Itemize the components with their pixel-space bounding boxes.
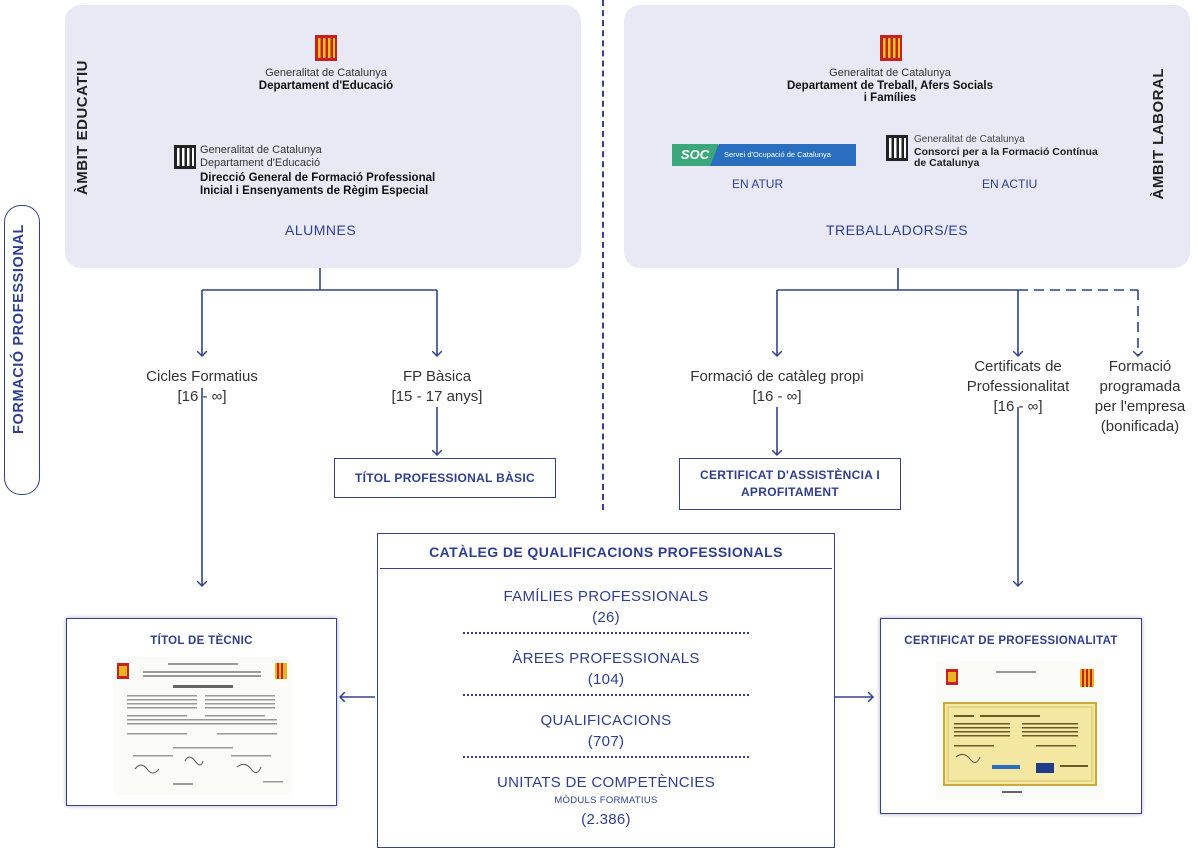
alumnes-label: ALUMNES (285, 222, 357, 238)
cataleg-item-value: (2.386) (581, 811, 631, 828)
node-cicles-range: [16 - ∞] (177, 388, 227, 405)
node-cataleg-propi-range: [16 - ∞] (752, 388, 802, 405)
titol-professional-basic-label: TÍTOL PROFESSIONAL BÀSIC (355, 471, 535, 485)
right-dept-name-2: i Famílies (863, 92, 917, 104)
certificat-professionalitat-title: CERTIFICAT DE PROFESSIONALITAT (904, 635, 1118, 647)
certificat-professionalitat-card: CERTIFICAT DE PROFESSIONALITAT (880, 618, 1142, 814)
cataleg-qualificacions-box: CATÀLEG DE QUALIFICACIONS PROFESSIONALS … (377, 533, 835, 848)
node-cicles-formatius: Cicles Formatius [16 - ∞] (120, 367, 284, 407)
cataleg-item-label: FAMÍLIES PROFESSIONALS (503, 588, 709, 605)
soc-logo-mark: SOC (672, 144, 718, 166)
right-gov-name: Generalitat de Catalunya (829, 67, 951, 79)
certificat-assistencia-line-1: CERTIFICAT D'ASSISTÈNCIA I (700, 468, 880, 482)
cataleg-item-label: UNITATS DE COMPETÈNCIES (496, 774, 716, 791)
left-gov-name: Generalitat de Catalunya (265, 67, 387, 79)
soc-logo: SOC Servei d'Ocupació de Catalunya (672, 144, 856, 166)
consorci-name-2: de Catalunya (914, 157, 980, 169)
consorci-name-1: Consorci per a la Formació Contínua (914, 146, 1098, 158)
generalitat-mono-logo-icon (886, 135, 908, 161)
certificat-assistencia-line-2: APROFITAMENT (740, 485, 840, 499)
node-programada-line-4: (bonificada) (1100, 418, 1180, 435)
cataleg-dotted-divider (463, 694, 749, 696)
node-programada-line-2: programada (1099, 378, 1181, 395)
cataleg-item-unitats: UNITATS DE COMPETÈNCIES MÒDULS FORMATIUS… (378, 772, 834, 830)
titol-tecnic-card: TÍTOL DE TÈCNIC (66, 618, 337, 806)
right-dept-name-1: Departament de Treball, Afers Socials (786, 80, 993, 92)
left-sub-direccio-2: Inicial i Ensenyaments de Règim Especial (200, 185, 429, 197)
cataleg-item-families: FAMÍLIES PROFESSIONALS (26) (378, 586, 834, 628)
node-cataleg-propi-title: Formació de catàleg propi (690, 368, 864, 385)
node-cataleg-propi: Formació de catàleg propi [16 - ∞] (672, 367, 882, 407)
cataleg-item-sub: MÒDULS FORMATIUS (554, 795, 658, 806)
node-programada-line-3: per l'empresa (1094, 398, 1186, 415)
node-certificats-range: [16 - ∞] (993, 398, 1043, 415)
node-certificats-line-1: Certificats de (974, 358, 1062, 375)
cataleg-item-value: (26) (592, 609, 620, 626)
en-atur-label: EN ATUR (732, 177, 784, 191)
left-sub-dept: Departament d'Educació (200, 157, 321, 169)
titol-tecnic-document-image (113, 657, 291, 795)
cataleg-title-divider (380, 568, 832, 569)
en-actiu-label: EN ACTIU (982, 177, 1038, 191)
generalitat-mono-logo-icon (174, 145, 196, 169)
node-formacio-programada: Formació programada per l'empresa (bonif… (1090, 357, 1190, 437)
titol-professional-basic-box: TÍTOL PROFESSIONAL BÀSIC (334, 458, 556, 498)
cataleg-item-arees: ÀREES PROFESSIONALS (104) (378, 648, 834, 690)
generalitat-logo-icon (315, 35, 337, 61)
left-dept-name: Departament d'Educació (258, 80, 394, 92)
treballadors-label: TREBALLADORS/ES (826, 222, 969, 238)
consorci-gov: Generalitat de Catalunya (914, 134, 1025, 145)
node-fp-basica-title: FP Bàsica (402, 368, 472, 385)
soc-logo-text: Servei d'Ocupació de Catalunya (710, 144, 856, 166)
left-sub-gov: Generalitat de Catalunya (200, 144, 322, 156)
node-certificats-line-2: Professionalitat (966, 378, 1070, 395)
cataleg-item-qualificacions: QUALIFICACIONS (707) (378, 710, 834, 752)
cataleg-item-value: (104) (587, 671, 625, 688)
cataleg-dotted-divider (463, 632, 749, 634)
cataleg-title: CATÀLEG DE QUALIFICACIONS PROFESSIONALS (429, 544, 783, 560)
center-divider (602, 0, 604, 510)
left-sub-direccio-1: Direcció General de Formació Professiona… (200, 172, 436, 184)
node-programada-line-1: Formació (1108, 358, 1172, 375)
generalitat-logo-icon (880, 35, 902, 61)
node-fp-basica-range: [15 - 17 anys] (391, 388, 483, 405)
cataleg-item-label: QUALIFICACIONS (540, 712, 672, 729)
node-cicles-title: Cicles Formatius (146, 368, 258, 385)
formacio-professional-badge: FORMACIÓ PROFESSIONAL (4, 205, 40, 495)
titol-tecnic-title: TÍTOL DE TÈCNIC (150, 635, 253, 647)
cataleg-dotted-divider (463, 756, 749, 758)
node-fp-basica: FP Bàsica [15 - 17 anys] (360, 367, 514, 407)
cataleg-item-label: ÀREES PROFESSIONALS (512, 650, 700, 667)
certificat-assistencia-box: CERTIFICAT D'ASSISTÈNCIA I APROFITAMENT (679, 458, 901, 510)
certificat-professionalitat-document-image (936, 661, 1104, 801)
cataleg-item-value: (707) (587, 733, 625, 750)
node-certificats: Certificats de Professionalitat [16 - ∞] (945, 357, 1091, 417)
